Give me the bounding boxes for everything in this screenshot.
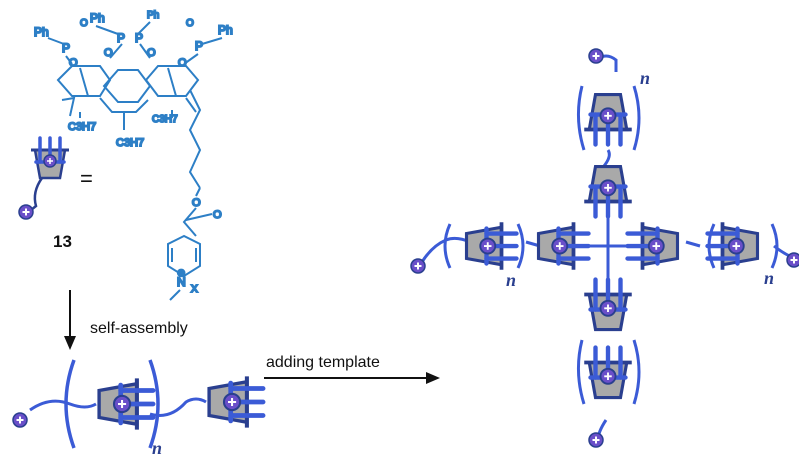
o-label-2: O xyxy=(104,47,113,59)
cross-unit-right-inner xyxy=(628,222,678,270)
ester-o-label: O xyxy=(192,197,201,209)
cross-unit-bottom-inner xyxy=(584,280,632,330)
compound-number: 13 xyxy=(53,232,72,251)
compound-13-structure: Ph Ph Ph Ph P P P P O O O O O O C3H7 C3H… xyxy=(33,9,234,301)
ph-label-1: Ph xyxy=(34,25,49,39)
propyl-label-1: C3H7 xyxy=(68,121,96,133)
linear-polymer xyxy=(29,359,207,449)
counter-ion-label: X xyxy=(191,284,198,295)
svg-text:⊕: ⊕ xyxy=(177,268,185,279)
propyl-label-3: C3H7 xyxy=(152,114,178,125)
adding-template-label: adding template xyxy=(266,354,380,371)
guest-terminal-icon xyxy=(18,204,34,220)
carbonyl-o-label: O xyxy=(213,209,222,221)
polymer-unit-2 xyxy=(209,376,263,427)
arrow-right-icon xyxy=(264,372,440,384)
repeat-n-left: n xyxy=(506,270,517,290)
polymer-terminal-icon xyxy=(12,412,28,428)
p-label-1: P xyxy=(62,41,70,55)
ph-label-2: Ph xyxy=(90,11,105,25)
arrow-down-icon xyxy=(64,290,76,350)
p-label-3: P xyxy=(135,31,143,45)
cross-unit-top-inner xyxy=(584,167,632,217)
repeat-n-linear: n xyxy=(152,438,163,458)
o-label-3: O xyxy=(147,47,156,59)
cross-terminal-top xyxy=(588,48,604,64)
cross-terminal-right xyxy=(786,252,799,268)
repeat-n-right: n xyxy=(764,268,775,288)
repeat-n-top: n xyxy=(640,68,651,88)
cross-unit-left-outer xyxy=(467,222,517,270)
equals-sign: = xyxy=(80,166,93,191)
o-label-5: O xyxy=(80,18,88,29)
n-plus-label: N xyxy=(177,275,186,289)
cross-unit-top-outer xyxy=(584,95,632,145)
polymer-unit-1 xyxy=(99,378,153,429)
p-label-4: P xyxy=(195,39,203,53)
o-label-4: O xyxy=(178,57,187,69)
cross-terminal-left xyxy=(410,258,426,274)
ph-label-4: Ph xyxy=(218,23,233,37)
propyl-label-2: C3H7 xyxy=(116,137,144,149)
cross-unit-right-outer xyxy=(708,222,758,270)
o-label-6: O xyxy=(186,18,194,29)
cavitand-guest-icon xyxy=(25,136,71,215)
o-label-1: O xyxy=(69,57,78,69)
cross-terminal-bottom xyxy=(588,432,604,448)
cross-unit-bottom-outer xyxy=(584,348,632,398)
ph-label-3: Ph xyxy=(147,10,159,21)
p-label-2: P xyxy=(117,31,125,45)
cross-unit-left-inner xyxy=(539,222,589,270)
self-assembly-label: self-assembly xyxy=(90,320,188,337)
